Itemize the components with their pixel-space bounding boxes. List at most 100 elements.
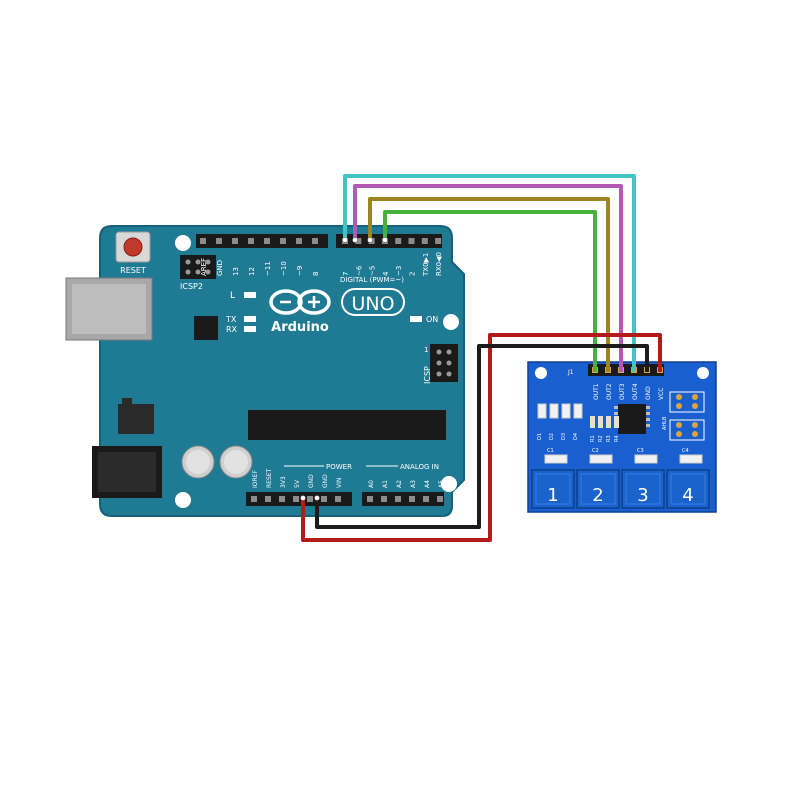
power-pin-label: RESET bbox=[266, 468, 273, 488]
reset-button[interactable] bbox=[115, 231, 151, 263]
icsp2-label: ICSP2 bbox=[180, 282, 203, 291]
atmega-chip bbox=[248, 410, 446, 440]
resistor-label: R2 bbox=[598, 435, 604, 442]
indicator-led bbox=[561, 403, 571, 419]
digital-header-label: DIGITAL (PWM=~) bbox=[340, 276, 404, 284]
indicator-led bbox=[573, 403, 583, 419]
digital-pin bbox=[280, 238, 286, 244]
digital-pin-label: ~3 bbox=[395, 266, 403, 276]
led-label: D1 bbox=[537, 433, 543, 440]
power-pin-label: 3V3 bbox=[280, 476, 287, 488]
led-label: D3 bbox=[561, 433, 567, 440]
resistor-label: R4 bbox=[614, 435, 620, 442]
indicator-led bbox=[537, 403, 547, 419]
digital-pin-label: ~9 bbox=[296, 266, 304, 276]
digital-pin bbox=[248, 238, 254, 244]
digital-pin bbox=[296, 238, 302, 244]
analog-pin-label: A4 bbox=[424, 480, 431, 488]
icsp-header bbox=[430, 344, 458, 382]
power-pin bbox=[335, 496, 341, 502]
digital-pin bbox=[312, 238, 318, 244]
module-pin-label: OUT3 bbox=[619, 383, 626, 400]
touch-pad[interactable] bbox=[621, 469, 665, 509]
digital-pin-label: ~10 bbox=[280, 261, 288, 276]
analog-pin-label: A3 bbox=[410, 480, 417, 488]
led-rx-label: RX bbox=[226, 325, 238, 334]
module-pin-header bbox=[588, 364, 664, 376]
module-pin-label: OUT4 bbox=[632, 383, 639, 400]
touch-pad-number: 4 bbox=[682, 485, 693, 506]
wire-d5-out2 bbox=[368, 197, 610, 372]
power-pin bbox=[321, 496, 327, 502]
resistor bbox=[598, 416, 603, 428]
led-label: D2 bbox=[549, 433, 555, 440]
power-pin bbox=[307, 496, 313, 502]
power-pin-label: GND bbox=[322, 474, 329, 488]
module-pin-label: OUT1 bbox=[593, 383, 600, 400]
capacitor-smd bbox=[634, 454, 658, 464]
digital-header-left bbox=[196, 234, 328, 248]
digital-pin-label: 13 bbox=[232, 267, 240, 276]
wires bbox=[300, 174, 662, 542]
module-pin-label: GND bbox=[645, 386, 652, 400]
icsp2-header bbox=[180, 255, 216, 279]
resistor-label: R1 bbox=[590, 435, 596, 442]
arduino-uno-board: RESET ICSP2 bbox=[65, 225, 465, 517]
digital-pin bbox=[435, 238, 442, 244]
wire-d6-out3 bbox=[353, 184, 623, 372]
digital-header-right bbox=[336, 234, 442, 248]
resistor-label: R3 bbox=[606, 435, 612, 442]
usb-controller-chip bbox=[194, 316, 218, 340]
power-pin bbox=[279, 496, 285, 502]
module-pin-label: OUT2 bbox=[606, 383, 613, 400]
analog-pin bbox=[395, 496, 401, 502]
led-tx-label: TX bbox=[225, 315, 237, 324]
digital-pin bbox=[232, 238, 238, 244]
digital-pin bbox=[264, 238, 270, 244]
wire-d4-out1 bbox=[383, 210, 597, 372]
analog-header-label: ANALOG IN bbox=[400, 463, 439, 471]
wire-d7-out4 bbox=[343, 174, 636, 372]
capacitor-smd bbox=[679, 454, 703, 464]
led-tx bbox=[244, 316, 256, 322]
digital-pin-label: ~11 bbox=[264, 261, 272, 276]
uno-label: UNO bbox=[351, 293, 394, 315]
analog-pin bbox=[381, 496, 387, 502]
led-label: D4 bbox=[573, 433, 579, 440]
power-pin-label: 5V bbox=[294, 479, 301, 488]
touch-pad[interactable] bbox=[666, 469, 710, 509]
digital-pin bbox=[421, 238, 428, 244]
resistor bbox=[614, 416, 619, 428]
analog-pin bbox=[437, 496, 443, 502]
j1-label: J1 bbox=[567, 369, 574, 376]
wire-gnd-gnd bbox=[315, 344, 649, 529]
mounting-hole bbox=[441, 476, 457, 492]
led-on bbox=[410, 316, 422, 322]
touch-pad[interactable] bbox=[531, 469, 575, 509]
capacitor-smd bbox=[589, 454, 613, 464]
digital-pin-label: 12 bbox=[248, 267, 256, 276]
power-pin bbox=[251, 496, 257, 502]
capacitor-label: C4 bbox=[682, 448, 689, 454]
usb-port bbox=[65, 277, 153, 341]
analog-header bbox=[362, 492, 444, 506]
indicator-led bbox=[549, 403, 559, 419]
module-pin-label: VCC bbox=[658, 388, 665, 400]
analog-pin-label: A5 bbox=[438, 480, 445, 488]
digital-pin-label: 8 bbox=[312, 272, 320, 276]
digital-pin-label: 4 bbox=[382, 271, 390, 276]
wire-5v-vcc bbox=[301, 333, 662, 542]
module-mounting-hole bbox=[697, 367, 709, 379]
touch-controller-ic bbox=[614, 404, 650, 434]
module-mounting-hole bbox=[535, 367, 547, 379]
capacitor-label: C3 bbox=[637, 448, 644, 454]
touch-pad[interactable] bbox=[576, 469, 620, 509]
power-pin-label: IOREF bbox=[252, 470, 259, 488]
digital-pin bbox=[408, 238, 415, 244]
capacitor-smd bbox=[544, 454, 568, 464]
voltage-regulator bbox=[118, 398, 154, 434]
analog-pin bbox=[367, 496, 373, 502]
icsp-label: ICSP bbox=[423, 366, 432, 384]
mounting-hole bbox=[175, 235, 191, 251]
touch-pad-number: 2 bbox=[592, 485, 603, 506]
